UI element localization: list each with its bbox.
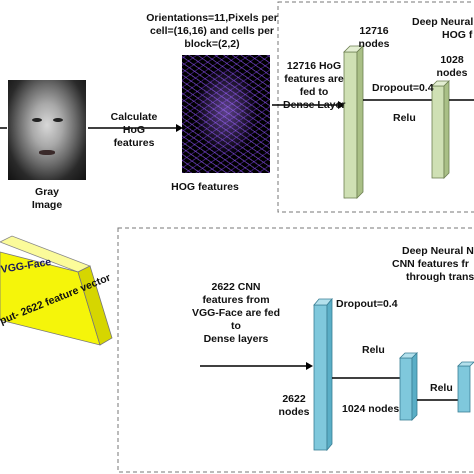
face-mouth [39,150,55,155]
hog-features-label: HOG features [171,181,239,193]
photo-to-hog-arrowhead [176,124,183,132]
hog-network-title: Deep Neural HOG f [412,16,474,41]
cnn-dropout-label: Dropout=0.4 [336,298,398,310]
cnn-relu-label-1: Relu [362,344,385,356]
hog-network-frame [277,1,474,213]
face-photo [8,80,86,180]
hog-to-dense-arrowhead [338,101,345,109]
gray-image-label: Gray Image [31,186,63,211]
cnn-relu-label-2: Relu [430,382,453,394]
hog-layer1-nodes: 12716 nodes [358,25,390,50]
cnn-layer1-nodes: 2622 nodes [278,393,310,418]
hog-layer2-nodes: 1028 nodes [436,54,468,79]
calculate-hog-label: Calculate HoG features [110,111,158,149]
hog-dense-layer-1 [343,45,364,199]
hog-face-outline [196,67,256,155]
cnn-dense-layer-3 [457,361,474,413]
hog-fed-label: 12716 HoG features are fed to Dense Laye… [283,60,346,111]
vgg-face-box [0,235,113,346]
hog-dense-layer-2 [431,80,450,179]
face-eye-left [32,118,42,122]
cnn-to-dense-arrowhead [306,362,313,370]
face-eye-right [53,118,63,122]
orientations-label: Orientations=11,Pixels per cell=(16,16) … [146,12,278,50]
cnn-layer2-nodes: 1024 nodes [342,403,400,415]
cnn-dense-layer-1 [313,297,333,452]
cnn-dense-layer-2 [399,352,418,421]
cnn-network-frame [117,227,474,473]
cnn-network-title: Deep Neural N CNN features fr through tr… [392,245,474,283]
hog-visualization [182,55,270,173]
hog-dropout-label: Dropout=0.4 [372,82,434,94]
cnn-fed-label: 2622 CNN features from VGG-Face are fed … [191,281,281,345]
hog-relu-label: Relu [393,112,416,124]
